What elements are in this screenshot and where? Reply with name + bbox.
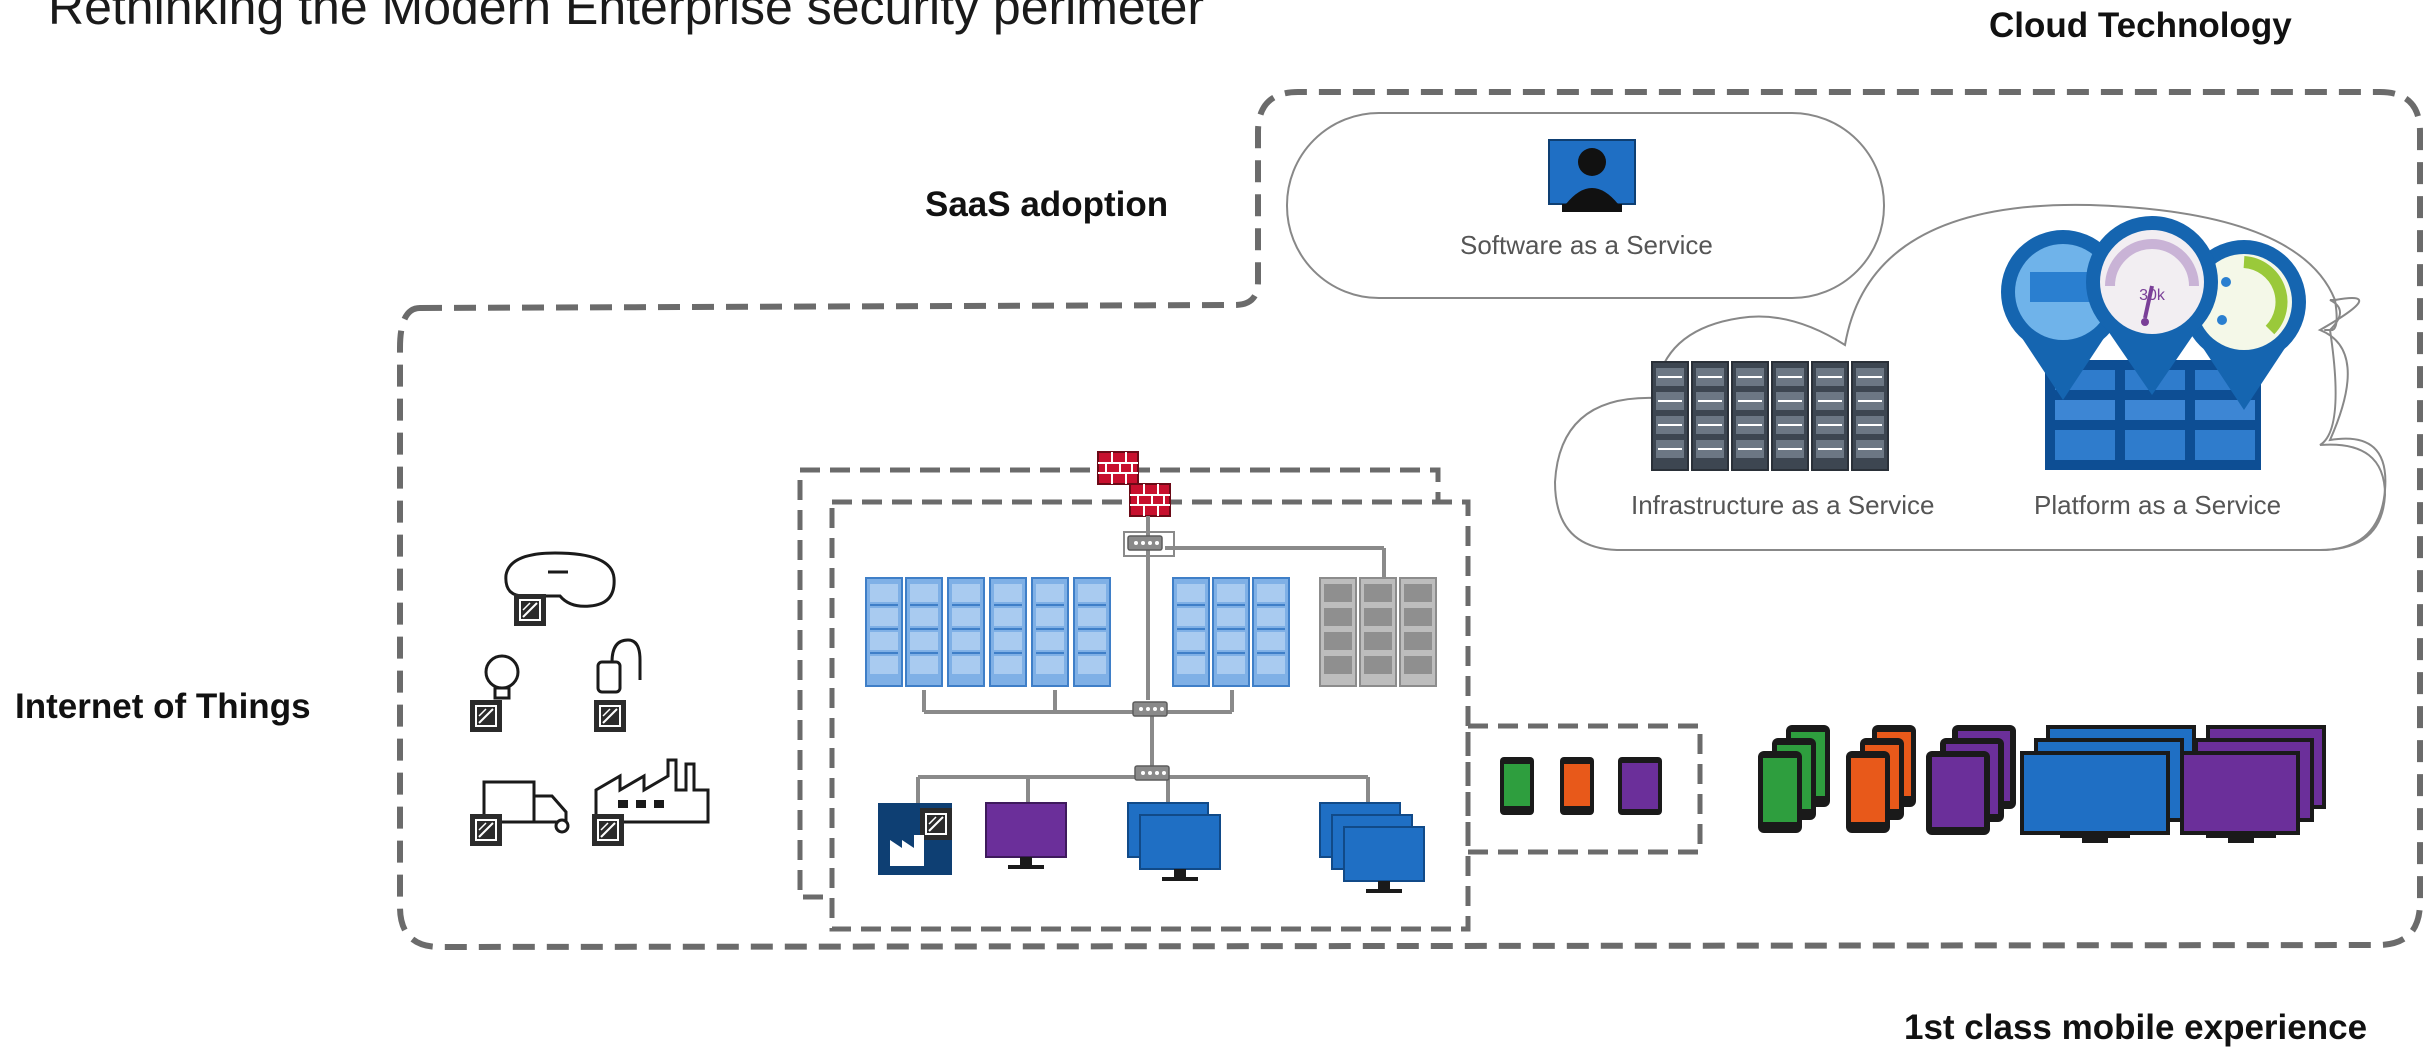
tablet-stack-purple-icon xyxy=(1926,725,2016,835)
internet-of-things-label: Internet of Things xyxy=(15,687,311,726)
phone-stack-orange-icon xyxy=(1846,725,1916,833)
monitor-stack-purple-icon xyxy=(2180,725,2326,843)
factory-iot-icon xyxy=(591,758,710,847)
saas-adoption-label: SaaS adoption xyxy=(925,185,1169,224)
datacenter-blue-racks-right xyxy=(1172,577,1290,687)
enterprise-perimeter-dashed xyxy=(397,89,2423,951)
lightbulb-iot-icon xyxy=(469,654,520,733)
hololens-iot-icon xyxy=(504,551,616,627)
iaas-label: Infrastructure as a Service xyxy=(1631,490,1935,520)
sensor-iot-icon xyxy=(593,638,642,733)
page-title: Rethinking the Modern Enterprise securit… xyxy=(48,0,1205,35)
truck-iot-icon xyxy=(469,780,570,847)
paas-label: Platform as a Service xyxy=(2034,490,2282,520)
mobile-experience-label: 1st class mobile experience xyxy=(1904,1008,2368,1047)
paas-gauge-text: 30k xyxy=(2139,287,2166,304)
saas-label: Software as a Service xyxy=(1460,230,1713,260)
network-switch-middle xyxy=(1132,701,1168,717)
phone-orange-icon xyxy=(1560,757,1594,815)
network-switch-bottom xyxy=(1134,765,1170,781)
monitor-blue-double-icon xyxy=(1127,802,1221,882)
network-switch-top xyxy=(1127,535,1163,551)
phone-stack-green-icon xyxy=(1758,725,1830,833)
phone-green-icon xyxy=(1500,757,1534,815)
monitor-stack-blue-icon xyxy=(2020,725,2196,843)
cloud-technology-label: Cloud Technology xyxy=(1989,6,2292,45)
saas-user-monitor-icon xyxy=(1548,139,1636,212)
factory-iot-tile-icon xyxy=(878,803,953,875)
paas-pin-center: 30k xyxy=(2086,216,2218,395)
paas-pin-right xyxy=(2182,240,2306,410)
datacenter-gray-racks xyxy=(1319,577,1437,687)
tablet-purple-icon xyxy=(1618,757,1662,815)
